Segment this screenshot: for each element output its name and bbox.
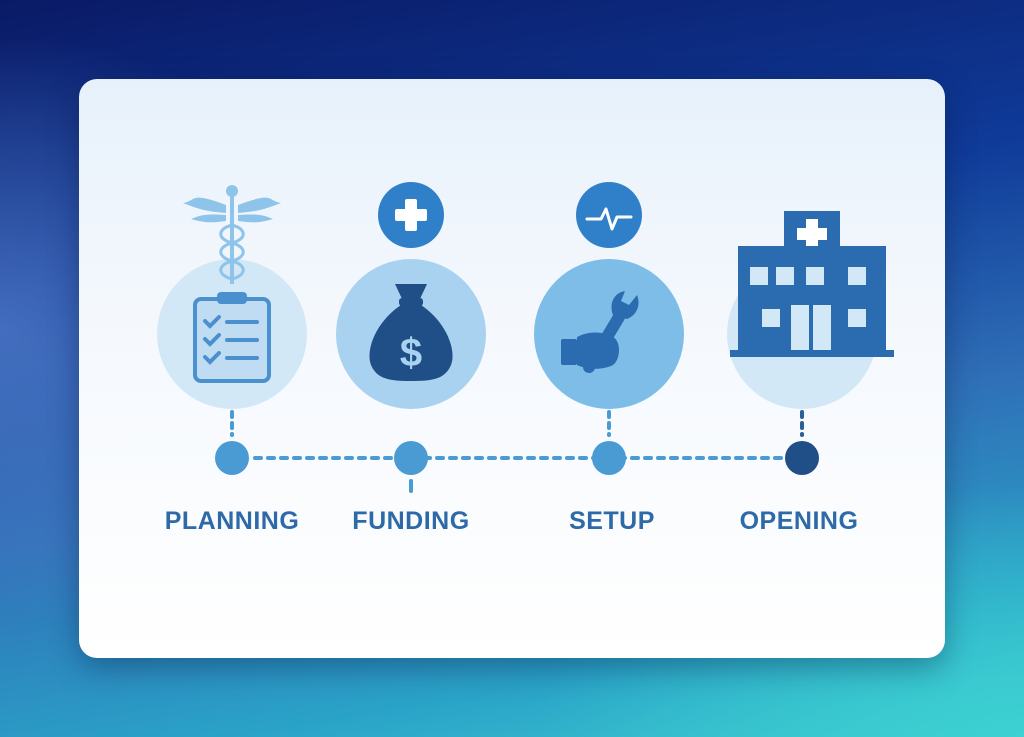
node-opening: [785, 441, 819, 475]
step-label-planning: PLANNING: [164, 507, 300, 535]
wrench-hand-icon: [561, 291, 639, 373]
node-planning: [215, 441, 249, 475]
step-label-opening: OPENING: [739, 507, 859, 535]
node-funding: [394, 441, 428, 475]
timeline-card: $ PL: [79, 79, 945, 658]
hospital-building-icon: [730, 211, 894, 357]
heartbeat-icon: [576, 182, 642, 248]
money-bag-icon: $: [369, 284, 453, 381]
clipboard-checklist-icon: [193, 292, 271, 383]
medical-cross-icon: [378, 182, 444, 248]
caduceus-icon: [183, 185, 281, 284]
step-label-setup: SETUP: [569, 507, 655, 535]
step-label-funding: FUNDING: [352, 507, 470, 535]
svg-text:$: $: [400, 331, 422, 375]
timeline-diagram: $: [157, 182, 894, 493]
node-setup: [592, 441, 626, 475]
